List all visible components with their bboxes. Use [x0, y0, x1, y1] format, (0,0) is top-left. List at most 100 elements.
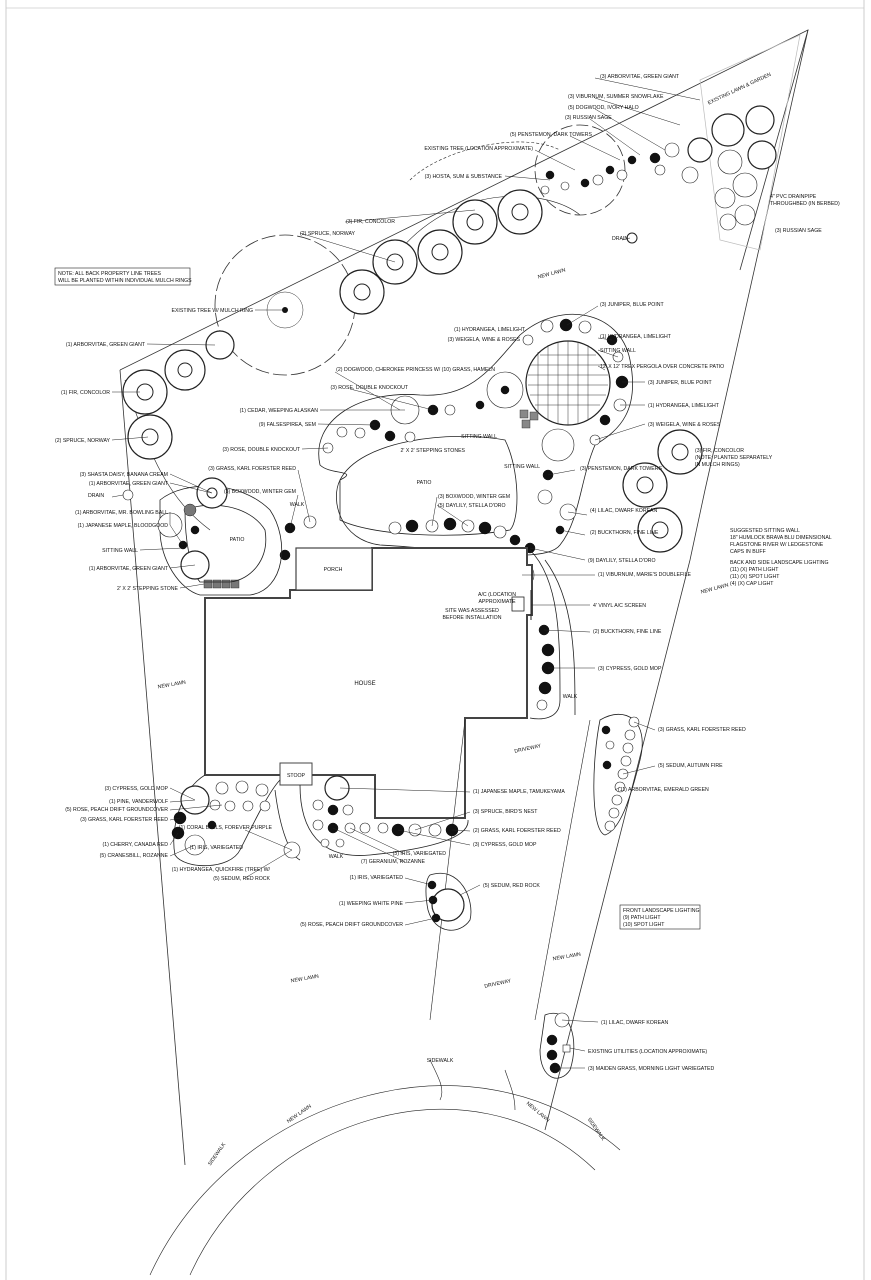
back-lighting-1: BACK AND SIDE LANDSCAPE LIGHTING: [730, 560, 829, 566]
back-lighting-2: (11) (X) PATH LIGHT: [730, 567, 779, 573]
sitting-wall-note-2: 18" HUMLOCK BRAVA BLU DIMENSIONAL: [730, 535, 832, 541]
sitting-wall-note-1: SUGGESTED SITTING WALL: [730, 528, 800, 534]
ac-note-3: SITE WAS ASSESSED: [445, 608, 499, 614]
label-rose-peach-1: (5) ROSE, PEACH DRIFT GROUNDCOVER: [65, 807, 168, 813]
house-footprint: [204, 547, 533, 819]
label-sedum-autumn: (5) SEDUM, AUTUMN FIRE: [658, 763, 723, 769]
label-cherry-canada: (1) CHERRY, CANADA RED: [102, 842, 168, 848]
label-grass-karl-back: (3) GRASS, KARL FOERSTER REED: [208, 466, 296, 472]
label-shasta-daisy: (3) SHASTA DAISY, BANANA CREAM: [80, 472, 168, 478]
concolor-note-1: (3) FIR, CONCOLOR: [695, 448, 744, 454]
label-hydrangea-limelight-1: (1) HYDRANGEA, LIMELIGHT: [600, 334, 672, 340]
label-spruce-norway-2b: (2) SPRUCE, NORWAY: [55, 438, 110, 444]
walk-label-side: WALK: [563, 694, 578, 700]
pergola: [525, 340, 611, 426]
walk-label-back: WALK: [290, 502, 305, 508]
back-trees-note-1: NOTE: ALL BACK PROPERTY LINE TREES: [58, 271, 162, 277]
back-patio-shrubs: [322, 318, 629, 535]
label-stepping-stone: 2' X 2' STEPPING STONE: [117, 586, 179, 592]
note-boxes: [54, 267, 701, 930]
concolor-note-2: (NOTE: PLANTED SEPARATELY: [695, 455, 773, 461]
porch-label: PORCH: [324, 567, 343, 573]
new-lawn-front: NEW LAWN: [290, 974, 319, 985]
label-sitting-wall-1: SITTING WALL: [600, 348, 636, 354]
label-weigela-1: (3) WEIGELA, WINE & ROSES: [648, 422, 721, 428]
back-evergreen-row: [122, 189, 638, 460]
label-japanese-maple-tamukeyama: (1) JAPANESE MAPLE, TAMUKEYAMA: [473, 789, 565, 795]
label-rose-peach-2: (5) ROSE, PEACH DRIFT GROUNDCOVER: [300, 922, 403, 928]
right-arborvitae-bed: [593, 714, 643, 836]
new-lawn-left: NEW LAWN: [157, 680, 186, 691]
label-dogwood-ivory: (5) DOGWOOD, IVORY HALO: [568, 105, 639, 111]
label-hydrangea-quickfire: (1) HYDRANGEA, QUICKFIRE (TREE) W/: [172, 867, 271, 873]
label-arborvitae-green-giant-1a: (1) ARBORVITAE, GREEN GIANT: [66, 342, 146, 348]
label-boxwood-1: (3) BOXWOOD, WINTER GEM: [224, 489, 296, 495]
label-spruce-birds-nest: (3) SPRUCE, BIRD'S NEST: [473, 809, 538, 815]
label-vinyl-screen: 4' VINYL A/C SCREEN: [593, 603, 646, 609]
label-hosta: (3) HOSTA, SUM & SUBSTANCE: [425, 174, 503, 180]
label-sitting-wall-3: SITTING WALL: [504, 464, 540, 470]
ac-note-4: BEFORE INSTALLATION: [443, 615, 502, 621]
label-cypress-gold-2: (3) CYPRESS, GOLD MOP: [473, 842, 537, 848]
drainpipe-1: 4" PVC DRAINPIPE: [770, 194, 817, 200]
label-maiden-grass: (3) MAIDEN GRASS, MORNING LIGHT VARIEGAT…: [588, 1066, 714, 1072]
label-existing-tree-mulch: EXISTING TREE W/ MULCH RING: [172, 308, 253, 314]
right-fir-concolor: [622, 429, 703, 553]
label-buckthorn-2: (2) BUCKTHORN, FINE LINE: [593, 629, 662, 635]
label-boxwood-2: (3) BOXWOOD, WINTER GEM: [438, 494, 510, 500]
back-lighting-4: (4) (X) CAP LIGHT: [730, 581, 774, 587]
label-juniper-1: (3) JUNIPER, BLUE POINT: [600, 302, 665, 308]
label-cypress-gold-1: (3) CYPRESS, GOLD MOP: [598, 666, 662, 672]
label-lilac-4: (4) LILAC, DWARF KOREAN: [590, 508, 658, 514]
drain-label-left: DRAIN: [88, 493, 104, 499]
driveway-label-2: DRIVEWAY: [484, 978, 512, 990]
label-grass-karl-front: (3) GRASS, KARL FOERSTER REED: [80, 817, 168, 823]
label-arborvitae-green-giant-1b: (1) ARBORVITAE, GREEN GIANT: [89, 481, 169, 487]
drainpipe-2: THROUGHBED (IN BERBED): [770, 201, 840, 207]
label-cranesbill: (5) CRANESBILL, ROZANNE: [100, 853, 169, 859]
label-russian-sage: (3) RUSSIAN SAGE: [565, 115, 612, 121]
back-lighting-3: (11) (X) SPOT LIGHT: [730, 574, 780, 580]
ac-note-2: APPROXIMATE: [478, 599, 516, 605]
label-iris-1a: (1) IRIS, VARIEGATED: [190, 845, 244, 851]
label-utilities: EXISTING UTILITIES (LOCATION APPROXIMATE…: [588, 1049, 707, 1055]
label-dogwood-cherokee: (2) DOGWOOD, CHEROKEE PRINCESS W/ (10) G…: [336, 367, 495, 373]
right-walk: [529, 549, 576, 720]
drain-label-back: DRAIN: [612, 236, 628, 242]
russian-sage-grey: (3) RUSSIAN SAGE: [775, 228, 822, 234]
front-lighting-3: (10) SPOT LIGHT: [623, 922, 665, 928]
patio-left-label: PATIO: [230, 537, 245, 543]
label-geranium: (7) GERANIUM, ROZANNE: [361, 859, 426, 865]
label-daylily-9: (9) DAYLILY, STELLA D'ORO: [588, 558, 656, 564]
label-hydrangea-limelight-2: (1) HYDRANGEA, LIMELIGHT: [648, 403, 720, 409]
label-iris-3: (3) IRIS, VARIEGATED: [393, 851, 447, 857]
walk-label-front: WALK: [329, 854, 344, 860]
label-fir-concolor-1: (1) FIR, CONCOLOR: [61, 390, 110, 396]
sidewalk-curve: [149, 1059, 621, 1276]
label-rose-knockout-1: (3) ROSE, DOUBLE KNOCKOUT: [330, 385, 408, 391]
label-arborvitae-bowling-ball: (1) ARBORVITAE, MR. BOWLING BALL: [75, 510, 168, 516]
label-spruce-norway-2a: (2) SPRUCE, NORWAY: [300, 231, 355, 237]
label-pergola: 12' X 12' TREX PERGOLA OVER CONCRETE PAT…: [600, 364, 724, 370]
label-lilac-1: (1) LILAC, DWARF KOREAN: [601, 1020, 669, 1026]
label-cedar-weeping: (1) CEDAR, WEEPING ALASKAN: [240, 408, 319, 414]
label-sitting-wall-2: SITTING WALL: [461, 434, 497, 440]
label-cypress-gold-front: (3) CYPRESS, GOLD MOP: [105, 786, 169, 792]
stepping-stones: [203, 409, 539, 589]
sitting-wall-note-4: CAPS IN BUFF: [730, 549, 766, 555]
notes-text: NOTE: ALL BACK PROPERTY LINE TREES WILL …: [58, 194, 840, 928]
label-arborvitae-green-giant-1c: (1) ARBORVITAE, GREEN GIANT: [89, 566, 169, 572]
label-hydrangea-limelight-left: (1) HYDRANGEA, LIMELIGHT: [454, 327, 526, 333]
sidewalk-label-top: SIDEWALK: [427, 1058, 454, 1064]
label-sedum-red-rock-2: (5) SEDUM, RED ROCK: [213, 876, 270, 882]
label-grass-karl-2: (2) GRASS, KARL FOERSTER REED: [473, 828, 561, 834]
sitting-wall-note-3: FLAGSTONE RIVER W/ LEDGESTONE: [730, 542, 824, 548]
concolor-note-3: IN MULCH RINGS): [695, 462, 740, 468]
front-lighting-1: FRONT LANDSCAPE LIGHTING: [623, 908, 700, 914]
back-trees-note-2: WILL BE PLANTED WITHIN INDIVIDUAL MULCH …: [58, 278, 192, 284]
label-falsespirea: (9) FALSESPIREA, SEM: [259, 422, 316, 428]
label-stepping-stones: 2' X 2' STEPPING STONES: [401, 448, 466, 454]
label-weeping-white-pine: (1) WEEPING WHITE PINE: [339, 901, 404, 907]
label-japanese-maple-bloodgood: (1) JAPANESE MAPLE, BLOODGOOD: [78, 523, 169, 529]
